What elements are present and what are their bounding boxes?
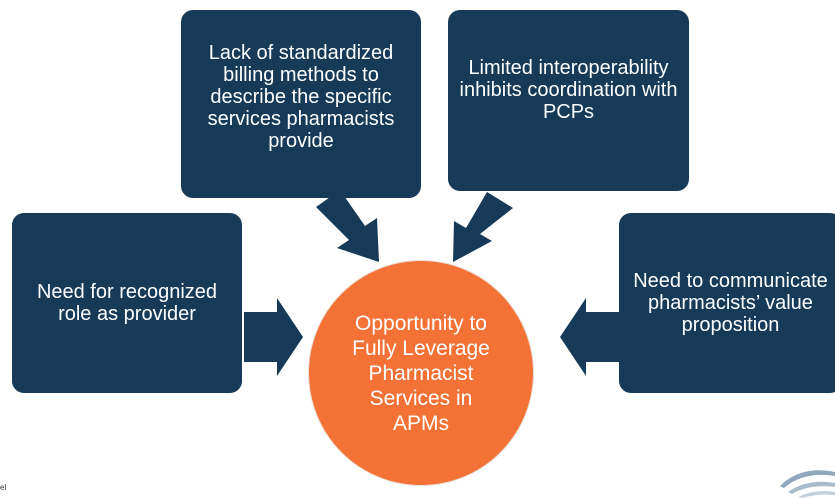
interoperability-text: Limited interoperability inhibits coordi… [459,57,678,123]
arrow-interoperability [453,192,513,262]
arrow-billing [316,190,379,262]
provider-role-box: Need for recognized role as provider [12,213,242,393]
wave-logo-icon [780,470,835,498]
billing-methods-box: Lack of standardized billing methods to … [181,10,421,198]
center-opportunity-text: Opportunity to Fully Leverage Pharmacist… [352,311,490,435]
arrow-value [560,298,619,376]
interoperability-box: Limited interoperability inhibits coordi… [448,10,689,191]
center-opportunity-circle: Opportunity to Fully Leverage Pharmacist… [308,260,534,486]
footer-fragment: el [0,483,7,492]
provider-role-text: Need for recognized role as provider [36,281,218,325]
billing-methods-text: Lack of standardized billing methods to … [207,42,395,152]
value-proposition-text: Need to communicate pharmacists’ value p… [633,270,828,336]
value-proposition-box: Need to communicate pharmacists’ value p… [619,213,835,393]
arrow-provider [244,298,303,376]
